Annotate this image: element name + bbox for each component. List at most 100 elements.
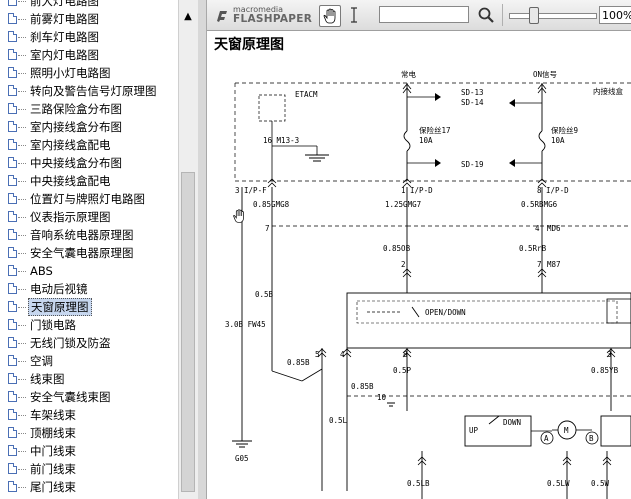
tree-item[interactable]: 室内接线盒分布图 (0, 118, 178, 136)
document-icon (8, 49, 17, 60)
tree-item[interactable]: 仪表指示原理图 (0, 208, 178, 226)
hand-icon (323, 8, 336, 24)
label-etacm: ETACM (295, 90, 318, 99)
document-icon (8, 265, 17, 276)
tree-item[interactable]: 门锁电路 (0, 316, 178, 334)
tree-connector (18, 433, 26, 434)
label-pin-4b: 4 (340, 350, 345, 359)
tree-connector (18, 181, 26, 182)
tree-item-label: 门锁电路 (30, 318, 76, 332)
label-pin-2: 2 (401, 260, 406, 269)
tree-item[interactable]: 前雾灯电路图 (0, 10, 178, 28)
label-switch-down: DOWN (503, 418, 521, 427)
tree-item-label: 室内接线盒分布图 (30, 120, 122, 134)
label-pin-3: 3 I/P-F (235, 186, 267, 195)
tree-item[interactable]: 音响系统电器原理图 (0, 226, 178, 244)
tree-item[interactable]: 前大灯电路图 (0, 0, 178, 10)
zoom-slider-thumb[interactable] (529, 7, 540, 24)
tree-item[interactable]: 安全气囊线束图 (0, 388, 178, 406)
tree-connector (18, 451, 26, 452)
tree-item-label: 仪表指示原理图 (30, 210, 111, 224)
label-wire-085b-2: 0.85B (351, 382, 374, 391)
tree-item[interactable]: 安全气囊电器原理图 (0, 244, 178, 262)
label-fuse17: 保险丝17 (419, 125, 451, 135)
text-select-tool-icon[interactable] (347, 6, 361, 24)
document-icon (8, 319, 17, 330)
tree-scrollbar[interactable]: ▲ (178, 0, 198, 499)
tree-connector (18, 37, 26, 38)
tree-connector (18, 163, 26, 164)
label-motor-m: M (564, 426, 569, 435)
document-icon (8, 409, 17, 420)
tree-item[interactable]: 天窗原理图 (0, 298, 178, 316)
tree-item-label: 尾门线束 (30, 480, 76, 494)
tree-item[interactable]: 照明小灯电路图 (0, 64, 178, 82)
tree-connector (18, 91, 26, 92)
document-icon (8, 85, 17, 96)
label-pin-10: 10 (377, 393, 387, 402)
tree-item[interactable]: 车架线束 (0, 406, 178, 424)
tree-item[interactable]: 顶棚线束 (0, 424, 178, 442)
label-ground-g05: G05 (235, 454, 249, 463)
document-icon (8, 391, 17, 402)
document-icon (8, 175, 17, 186)
tree-item[interactable]: 室内接线盒配电 (0, 136, 178, 154)
document-tree-panel: 前大灯电路图前雾灯电路图刹车灯电路图室内灯电路图照明小灯电路图转向及警告信号灯原… (0, 0, 199, 499)
tree-connector (18, 271, 26, 272)
label-fuse9-amp: 10A (551, 136, 565, 145)
tree-item[interactable]: ABS (0, 262, 178, 280)
tree-item-label: 刹车灯电路图 (30, 30, 99, 44)
tree-item-label: 顶棚线束 (30, 426, 76, 440)
tree-item[interactable]: 电动后视镜 (0, 280, 178, 298)
zoom-slider-track[interactable] (509, 13, 597, 19)
tree-item[interactable]: 线束图 (0, 370, 178, 388)
label-pin-4: 4 (535, 224, 540, 233)
tree-connector (18, 289, 26, 290)
document-icon (8, 211, 17, 222)
label-wire-mg7: 1.25GMG7 (385, 200, 421, 209)
scrollbar-thumb[interactable] (181, 172, 195, 492)
label-pin-7: 7 (265, 224, 270, 233)
tree-item-label: 空调 (30, 354, 53, 368)
search-icon[interactable] (477, 6, 495, 24)
tree-item-label: 转向及警告信号灯原理图 (30, 84, 157, 98)
document-icon (8, 157, 17, 168)
document-icon (8, 103, 17, 114)
label-wire-05lw: 0.5LW (547, 479, 570, 488)
tree-item-label: 前门线束 (30, 462, 76, 476)
document-icon (8, 301, 17, 312)
label-inner-junction-box: 内接线盒 (593, 86, 623, 96)
scroll-up-arrow-icon[interactable]: ▲ (184, 11, 192, 22)
tree-item[interactable]: 刹车灯电路图 (0, 28, 178, 46)
panel-splitter[interactable] (198, 0, 207, 499)
tree-item[interactable]: 中央接线盒配电 (0, 172, 178, 190)
tree-item[interactable]: 室内灯电路图 (0, 46, 178, 64)
label-sd13: SD-13 (461, 88, 484, 97)
tree-item-label: 前大灯电路图 (30, 0, 99, 8)
tree-item[interactable]: 前门线束 (0, 460, 178, 478)
label-terminal-a: A (544, 434, 549, 443)
tree-item[interactable]: 中门线束 (0, 442, 178, 460)
hand-tool-button[interactable] (319, 5, 341, 27)
tree-item[interactable]: 三路保险盒分布图 (0, 100, 178, 118)
document-icon (8, 373, 17, 384)
tree-connector (18, 487, 26, 488)
tree-connector (18, 199, 26, 200)
tree-connector (18, 55, 26, 56)
tree-item-label: 音响系统电器原理图 (30, 228, 134, 242)
tree-item[interactable]: 位置灯与牌照灯电路图 (0, 190, 178, 208)
zoom-percent-field[interactable]: 100% (599, 6, 631, 24)
tree-item[interactable]: 尾门线束 (0, 478, 178, 496)
tree-connector (18, 73, 26, 74)
document-page: ETACM SD-13 SD-14 SD-19 常电 ON信号 内接线盒 保险丝… (207, 31, 631, 499)
document-icon (8, 193, 17, 204)
tree-item[interactable]: 空调 (0, 352, 178, 370)
tree-item[interactable]: 无线门锁及防盗 (0, 334, 178, 352)
search-input[interactable] (379, 6, 469, 23)
tree-item[interactable]: 转向及警告信号灯原理图 (0, 82, 178, 100)
tree-item[interactable]: 中央接线盒分布图 (0, 154, 178, 172)
tree-item-label: 天窗原理图 (28, 298, 92, 316)
label-switch-up: UP (469, 426, 479, 435)
tree-item-label: ABS (30, 264, 53, 278)
label-wire-05b: 0.5B (255, 290, 274, 299)
